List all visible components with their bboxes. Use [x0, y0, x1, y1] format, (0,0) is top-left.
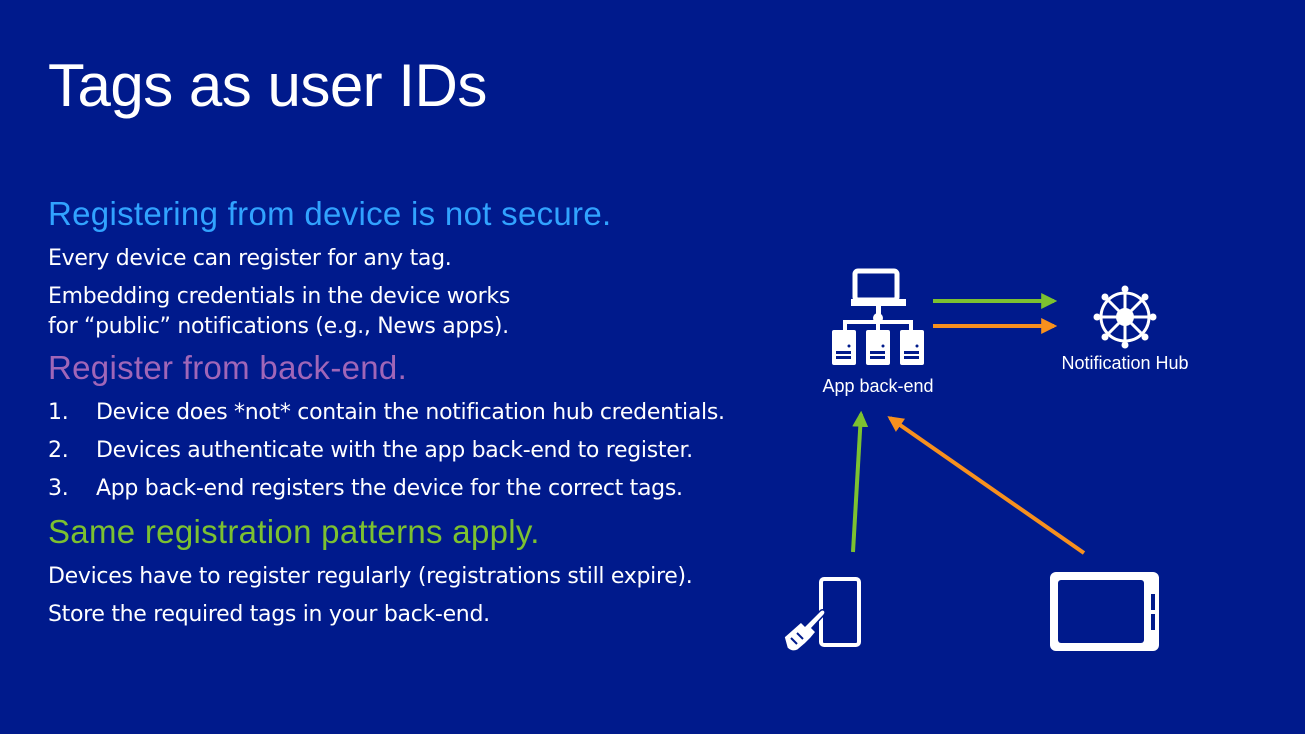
tablet-icon: [1050, 572, 1159, 651]
step-text: Devices authenticate with the app back-e…: [96, 438, 693, 463]
patterns-line-2: Store the required tags in your back-end…: [48, 602, 490, 627]
step-number: 3.: [48, 476, 69, 501]
backend-step-1: 1. Device does *not* contain the notific…: [48, 398, 808, 428]
slide-body: Registering from device is not secure. E…: [48, 192, 808, 630]
device-registration-line-1: Every device can register for any tag.: [48, 246, 452, 271]
section-heading-backend-registration: Register from back-end.: [48, 349, 408, 386]
section-heading-patterns: Same registration patterns apply.: [48, 513, 540, 550]
step-number: 2.: [48, 438, 69, 463]
patterns-line-1: Devices have to register regularly (regi…: [48, 564, 693, 589]
backend-step-2: 2. Devices authenticate with the app bac…: [48, 436, 808, 466]
step-text: Device does *not* contain the notificati…: [96, 400, 725, 425]
section-heading-device-registration: Registering from device is not secure.: [48, 195, 612, 232]
notification-hub-label: Notification Hub: [1061, 353, 1188, 373]
slide-title: Tags as user IDs: [48, 52, 487, 119]
app-backend-icon: [832, 268, 924, 365]
phone-to-backend-green-arrow: [851, 410, 869, 553]
app-backend-label: App back-end: [822, 376, 933, 396]
backend-step-3: 3. App back-end registers the device for…: [48, 474, 808, 504]
notification-hub-icon: [1093, 285, 1157, 349]
device-registration-line-2: Embedding credentials in the device work…: [48, 284, 511, 309]
step-text: App back-end registers the device for th…: [96, 476, 683, 501]
device-registration-line-3: for “public” notifications (e.g., News a…: [48, 314, 509, 339]
step-number: 1.: [48, 400, 69, 425]
tablet-to-backend-orange-arrow: [887, 416, 1086, 555]
